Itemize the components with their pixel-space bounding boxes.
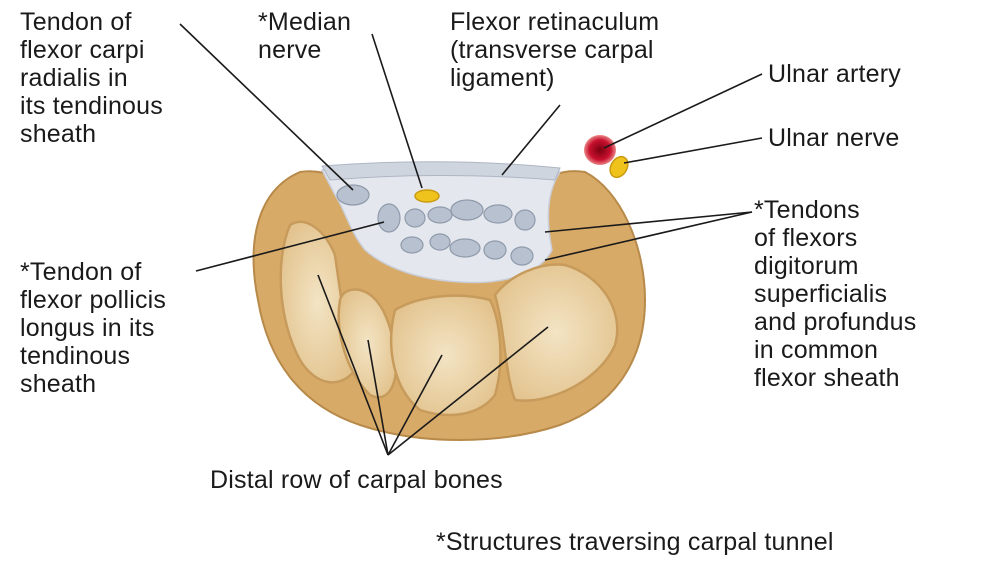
label-ulnar-nerve: Ulnar nerve xyxy=(768,124,899,152)
capitate-bone xyxy=(391,296,500,415)
tendon-shape xyxy=(515,210,535,230)
fpl-tendon-shape xyxy=(378,204,400,232)
label-median-nerve: *Median nerve xyxy=(258,8,351,64)
tendon-shape xyxy=(484,205,512,223)
label-carpal-bones: Distal row of carpal bones xyxy=(210,466,503,494)
fcr-tendon-shape xyxy=(337,185,369,205)
ulnar-artery-shape xyxy=(584,135,616,165)
tendon-shape xyxy=(484,241,506,259)
label-ulnar-artery: Ulnar artery xyxy=(768,60,901,88)
label-fcr-tendon: Tendon of flexor carpi radialis in its t… xyxy=(20,8,163,148)
tendon-shape xyxy=(511,247,533,265)
median-nerve-shape xyxy=(415,190,439,202)
tendon-shape xyxy=(451,200,483,220)
label-flexor-retinaculum: Flexor retinaculum (transverse carpal li… xyxy=(450,8,659,92)
label-fpl-tendon: *Tendon of flexor pollicis longus in its… xyxy=(20,258,166,398)
footnote: *Structures traversing carpal tunnel xyxy=(436,528,834,556)
tendon-shape xyxy=(428,207,452,223)
leader-ulnar-nerve xyxy=(624,138,762,163)
tendon-shape xyxy=(450,239,480,257)
leader-retinaculum xyxy=(502,105,560,175)
tendon-shape xyxy=(405,209,425,227)
tendon-shape xyxy=(401,237,423,253)
label-flexor-tendons: *Tendons of flexors digitorum superficia… xyxy=(754,196,916,392)
tendon-shape xyxy=(430,234,450,250)
